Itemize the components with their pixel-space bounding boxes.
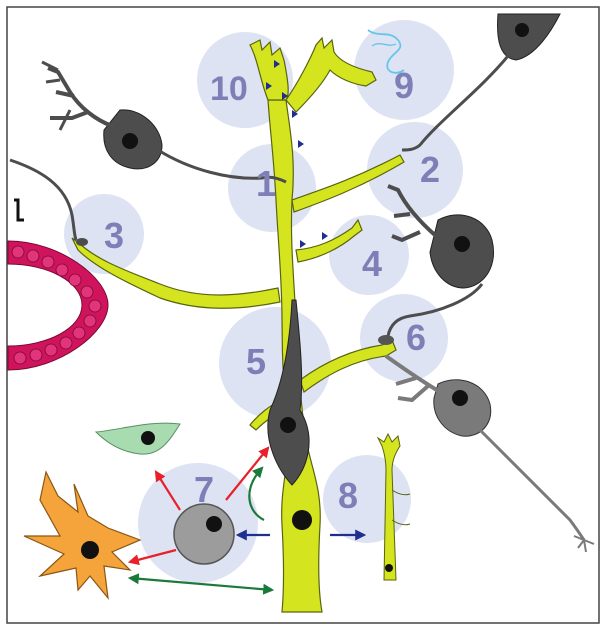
- region-label-7: 7: [194, 469, 214, 510]
- radial-glia-nucleus: [292, 510, 312, 530]
- region-label-8: 8: [338, 475, 358, 516]
- region-label-6: 6: [406, 317, 426, 358]
- migrating-cell: [96, 423, 180, 454]
- region-label-3: 3: [104, 215, 124, 256]
- region-label-1: 1: [256, 163, 276, 204]
- region-label-4: 4: [362, 243, 382, 284]
- region-label-2: 2: [420, 149, 440, 190]
- neuron-lower-right: [386, 356, 594, 552]
- progenitor-cell: [174, 504, 234, 564]
- small-glia-nucleus: [385, 564, 393, 572]
- region-label-10: 10: [210, 70, 248, 108]
- astrocyte: [24, 472, 140, 598]
- region-label-9: 9: [394, 65, 414, 106]
- migrating-neuron-nucleus: [280, 417, 296, 433]
- region-circle-8: [323, 455, 411, 543]
- region-label-5: 5: [246, 341, 266, 382]
- synapse-6: [378, 335, 394, 345]
